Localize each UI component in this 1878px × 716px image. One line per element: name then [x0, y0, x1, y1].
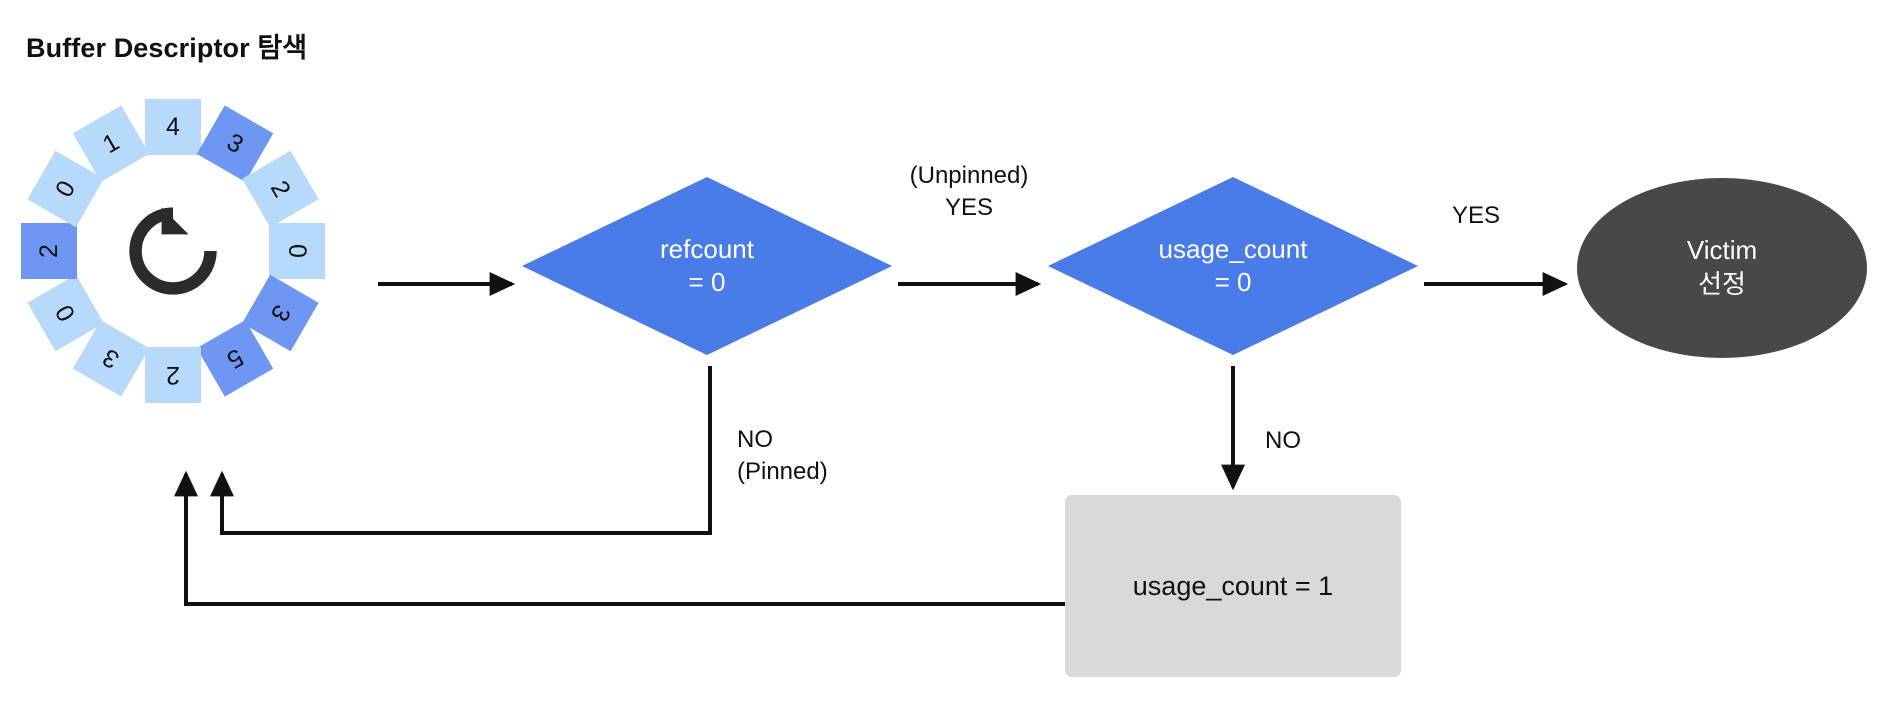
decision-usage-count-label: usage_count = 0	[1158, 233, 1308, 297]
process-usage-count-decrement[interactable]: usage_count = 1	[1065, 495, 1401, 677]
process-usage-count-label: usage_count = 1	[1132, 570, 1334, 601]
edge-label-yes-victim: YES	[1452, 202, 1501, 229]
victim-node[interactable]: Victim 선정	[1577, 178, 1867, 358]
buffer-descriptor-cell[interactable]: 0	[269, 223, 325, 279]
decision-usage-count[interactable]: usage_count = 0	[1048, 177, 1418, 355]
edge-label-no-usage: NO	[1265, 427, 1301, 454]
edge-label-unpinned-yes: (Unpinned) YES	[909, 162, 1029, 221]
edge-usagebox-loop	[174, 470, 1065, 606]
decision-refcount[interactable]: refcount = 0	[522, 177, 892, 355]
buffer-descriptor-cell[interactable]: 2	[21, 223, 77, 279]
page-title: Buffer Descriptor 탐색	[26, 33, 308, 63]
decision-refcount-label: refcount = 0	[660, 233, 754, 297]
victim-label: Victim 선정	[1686, 235, 1758, 299]
refresh-rotate-icon	[129, 207, 217, 295]
edge-label-no-pinned: NO (Pinned)	[737, 426, 828, 485]
buffer-descriptor-cell[interactable]: 2	[145, 347, 201, 403]
buffer-descriptor-cell[interactable]: 4	[145, 99, 201, 155]
